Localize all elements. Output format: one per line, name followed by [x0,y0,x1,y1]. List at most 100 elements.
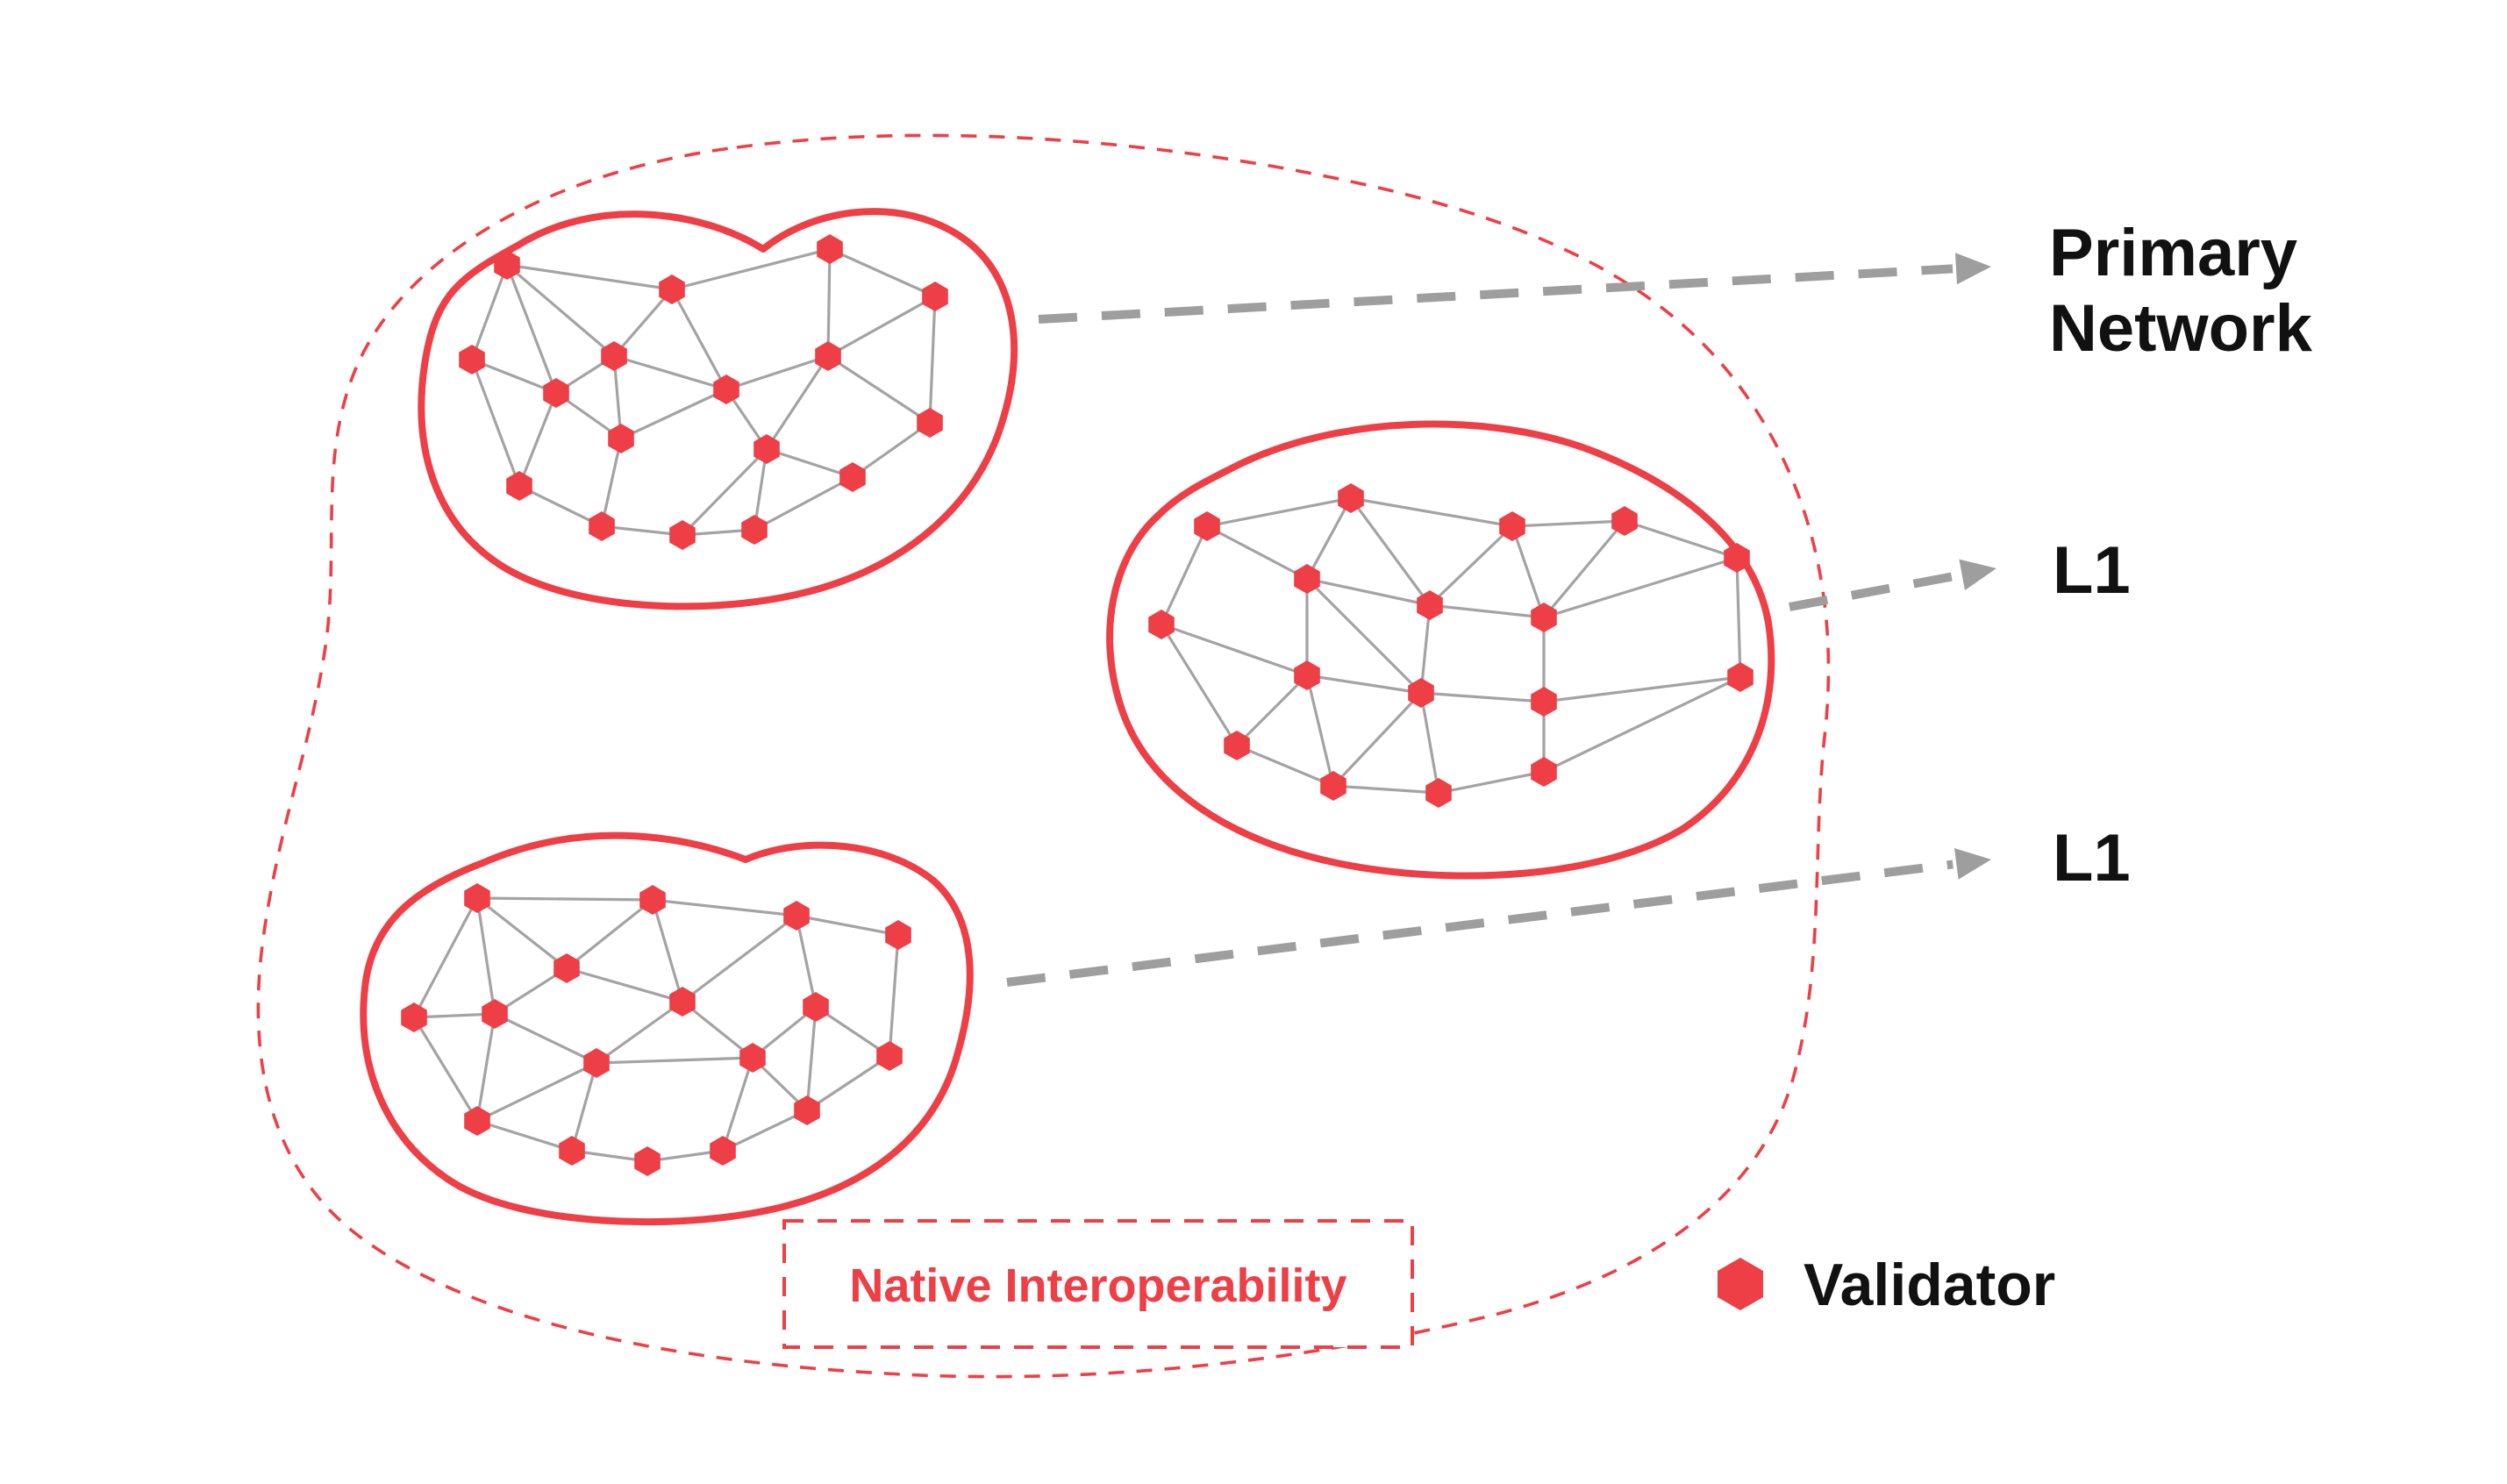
validator-node-icon [669,987,696,1017]
validator-legend-icon [1718,1258,1763,1310]
peer-link [1543,675,1741,703]
arrow-l1-bottom-head [1954,848,1991,880]
peer-link [470,359,521,487]
peer-link [412,897,479,1018]
outer-network-boundary-group [256,133,1831,1379]
validator-node-icon [583,1048,610,1078]
peer-link [1305,674,1335,787]
peer-link [682,914,797,1003]
validator-node-icon [601,341,627,371]
peer-link [754,475,854,532]
peer-link [852,421,931,479]
peer-link [476,1061,597,1123]
peer-link [600,438,623,527]
native-interoperability-label: Native Interoperability [849,1259,1346,1312]
arrow-l1-top [1789,571,1960,611]
validator-node-icon [1425,778,1452,808]
peer-link [815,1005,890,1058]
peer-link [1160,525,1209,625]
peer-link [1511,525,1546,618]
arrow-primary-network [1038,264,1953,324]
peer-link [1305,577,1423,695]
peer-link [681,447,768,537]
validator-node-icon [783,901,810,931]
validator-node-icon [494,250,520,280]
arrow-primary-network-head [1955,253,1991,285]
validator-node-icon [713,375,739,404]
peer-link [518,484,603,528]
validator-node-icon [754,434,780,464]
validator-node-icon [482,999,508,1029]
peer-link [471,358,557,395]
validator-node-icon [739,1043,766,1073]
peer-link [1305,497,1353,580]
validator-node-icon [401,1002,427,1032]
peer-link [518,392,558,487]
cluster-boundary [418,208,1018,610]
validator-node-icon [876,1041,903,1071]
peer-link [1160,624,1239,746]
peer-link [652,898,797,917]
peer-link [1543,556,1738,619]
validator-node-icon [815,341,841,371]
validator-node-icon [1417,590,1443,620]
peer-link [505,264,558,394]
peer-link [670,289,728,390]
peer-link [620,388,727,440]
peer-link [570,1062,598,1152]
peer-link [1332,691,1423,788]
peer-link [829,247,936,298]
peer-link [1735,557,1742,678]
legend: Validator [1718,1252,2055,1318]
l1-label-bottom: L1 [2053,821,2131,895]
peer-link [1419,604,1432,694]
peer-link [1438,770,1545,795]
peer-link [1542,519,1626,619]
peer-link [475,897,496,1015]
peer-link [1206,524,1308,581]
peer-link [613,354,727,391]
peer-link [1332,784,1439,795]
validator-node-icon [917,408,943,438]
peer-link [476,896,654,902]
validator-node-icon [634,1146,661,1176]
validator-node-icon [1724,543,1750,573]
validator-legend-label: Validator [1803,1252,2055,1318]
peer-link [612,288,674,358]
validator-node-icon [1531,687,1557,717]
peer-link [722,1109,808,1152]
peer-link [601,524,683,537]
validator-node-icon [464,1106,490,1136]
peer-link [1349,497,1432,606]
peer-link [505,263,616,358]
validator-node-icon [1727,662,1753,692]
validator-node-icon [1224,731,1250,760]
primary-network-label-line2: Network [2049,291,2313,366]
subnet-clusters-group [360,208,1775,1226]
outer-boundary-path [256,133,1831,1379]
peer-link [566,898,654,970]
peer-link [671,247,831,291]
validator-node-icon [1611,506,1638,536]
peer-link [766,447,854,479]
peer-link [682,1000,754,1059]
validator-node-icon [1294,564,1320,594]
validator-node-icon [803,992,829,1022]
validator-node-icon [506,471,532,501]
validator-node-icon [839,462,866,492]
peer-link [1306,577,1431,607]
arrow-l1-top-head [1959,559,1996,590]
peer-link [1350,496,1513,528]
peer-link [413,1012,496,1019]
peer-link [596,1000,683,1065]
peer-link [1420,691,1545,703]
peer-link [721,1057,754,1152]
validator-node-icon [559,1136,585,1166]
validator-node-icon [741,515,768,545]
peer-link [827,354,931,425]
peer-link [470,264,509,360]
peer-link [1206,496,1352,528]
validator-node-icon [794,1095,820,1125]
l1-label-top: L1 [2053,533,2131,608]
